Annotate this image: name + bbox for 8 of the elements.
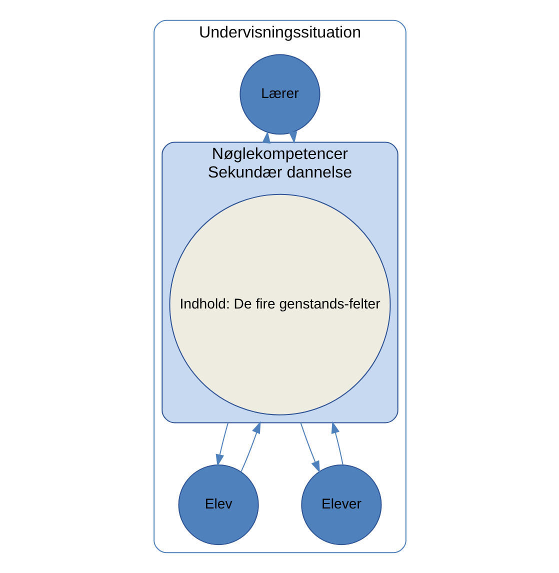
node-circle: Indhold: De fire genstands-felter (168, 194, 390, 416)
arrow (215, 422, 228, 466)
arrow (300, 422, 320, 473)
arrow (330, 421, 343, 465)
node-circle: Lærer (239, 54, 320, 135)
arrow (240, 421, 260, 472)
node-circle: Elev (178, 464, 258, 546)
node-circle: Elever (300, 464, 382, 546)
